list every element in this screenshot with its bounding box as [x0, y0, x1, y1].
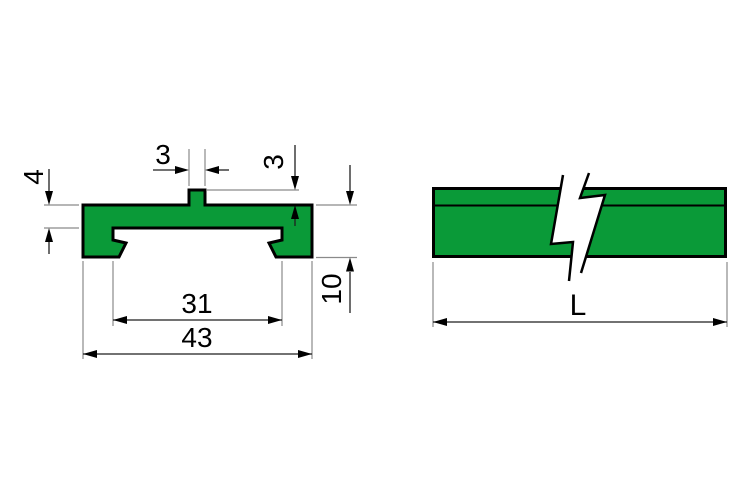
arrowhead-up-icon — [346, 257, 354, 272]
arrowhead-right-icon — [268, 316, 282, 324]
dim-label-length: L — [570, 289, 587, 322]
arrowhead-left-icon — [433, 318, 447, 326]
arrowhead-left-icon — [83, 350, 97, 358]
arrowhead-up-icon — [291, 205, 299, 219]
arrowhead-down-icon — [346, 191, 354, 205]
cross-section-view: 3 3 4 31 43 — [18, 139, 357, 359]
dim-label-slot-width: 31 — [181, 288, 212, 319]
profile-cross-section-shape — [81, 188, 314, 259]
arrowhead-down-icon — [45, 191, 53, 205]
arrowhead-right-icon — [298, 350, 312, 358]
extension-lines — [44, 149, 357, 359]
break-symbol-right-line — [578, 172, 607, 274]
arrowhead-up-icon — [45, 228, 53, 242]
dim-overall-width: 43 — [83, 322, 312, 358]
break-symbol-left-line — [549, 174, 575, 282]
dim-label-overall-width: 43 — [181, 322, 212, 353]
break-symbol-gap — [551, 173, 605, 281]
dim-tab-width: 3 — [153, 139, 229, 174]
dim-length: L — [433, 289, 727, 326]
dim-label-flange-thickness: 4 — [18, 169, 49, 185]
side-view: L — [432, 172, 728, 327]
dim-tab-height: 3 — [258, 145, 299, 226]
dim-label-tab-height: 3 — [258, 154, 289, 170]
arrowhead-left-icon — [205, 166, 219, 174]
arrowhead-left-icon — [113, 316, 127, 324]
dim-flange-thickness: 4 — [18, 169, 53, 254]
break-symbol — [549, 172, 607, 282]
arrowhead-right-icon — [175, 166, 189, 174]
dim-profile-height: 10 — [316, 165, 354, 313]
arrowhead-down-icon — [291, 176, 299, 190]
dim-label-profile-height: 10 — [316, 273, 347, 304]
dim-label-tab-width: 3 — [155, 139, 171, 170]
dim-slot-width: 31 — [113, 288, 282, 324]
arrowhead-right-icon — [713, 318, 727, 326]
